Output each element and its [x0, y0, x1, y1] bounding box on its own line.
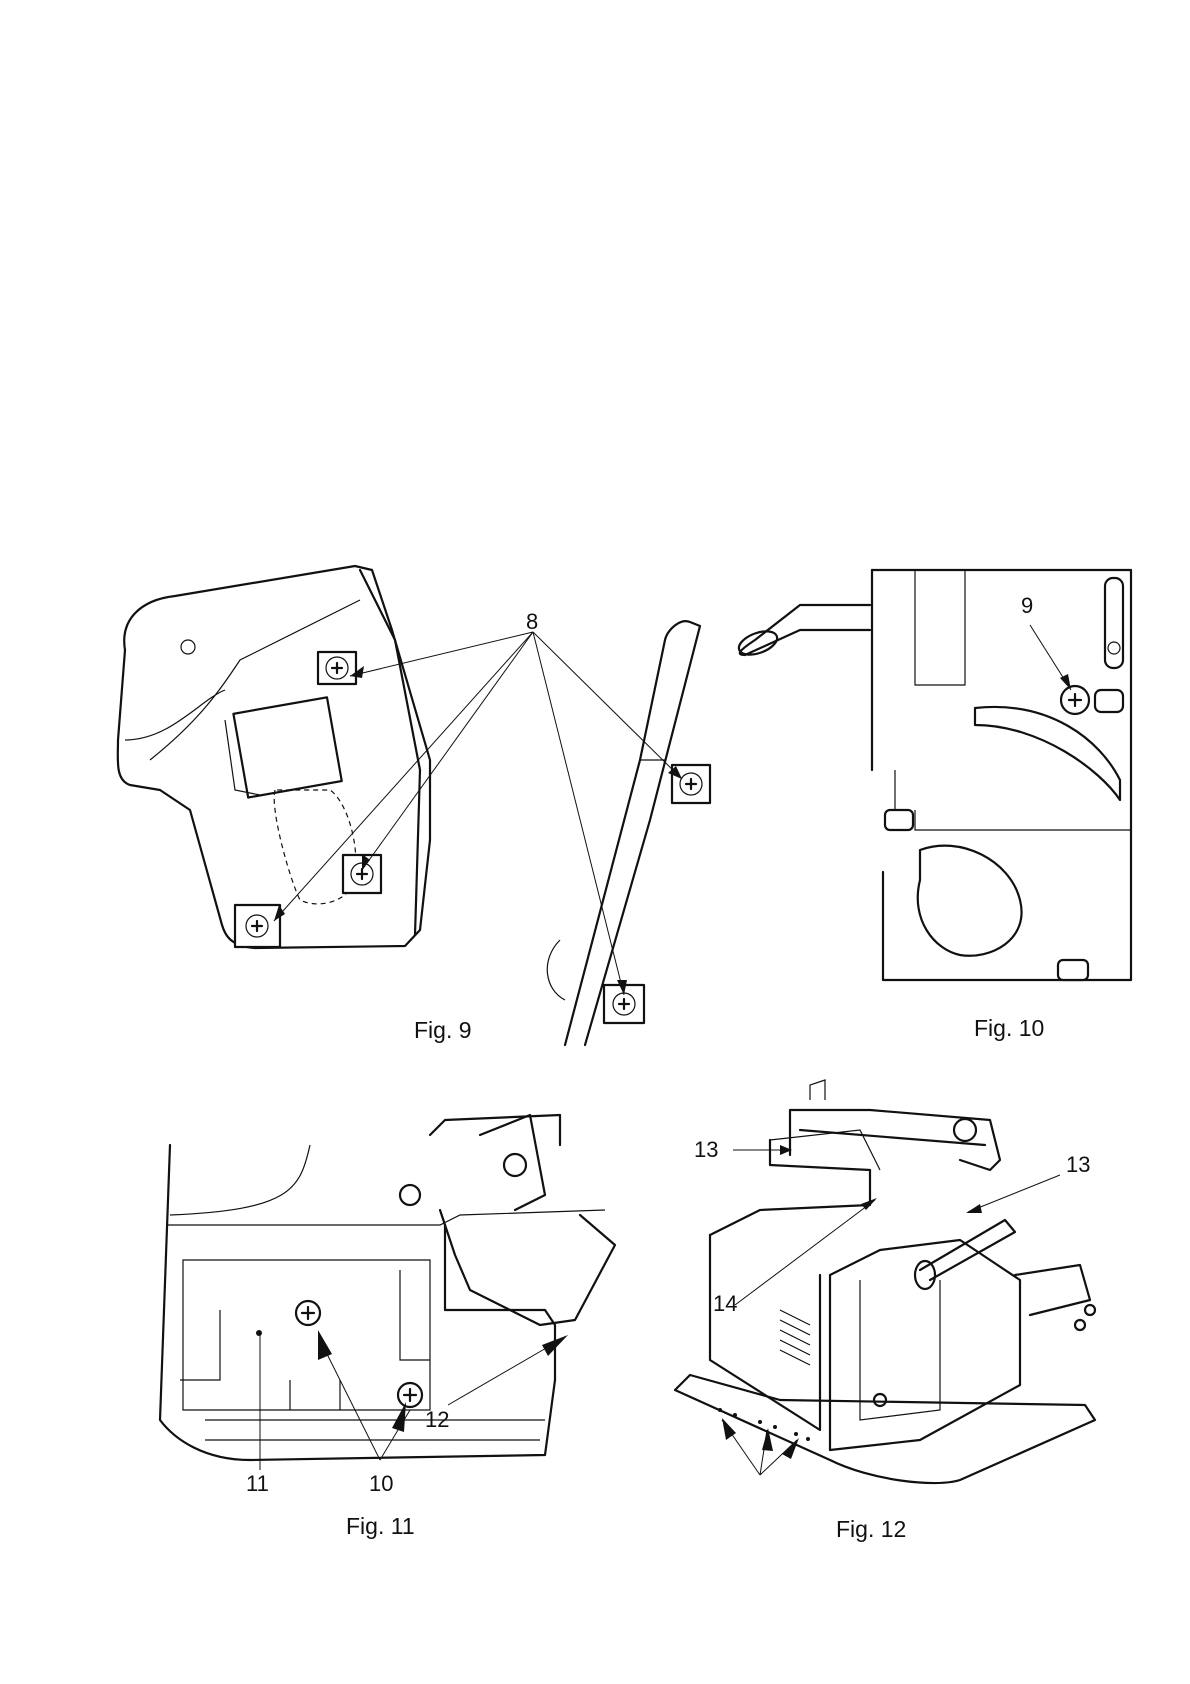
caption-fig-12: Fig. 12	[836, 1518, 906, 1541]
callout-13-right: 13	[1066, 1154, 1090, 1176]
callout-14: 14	[713, 1293, 737, 1315]
callout-13-left: 13	[694, 1139, 718, 1161]
